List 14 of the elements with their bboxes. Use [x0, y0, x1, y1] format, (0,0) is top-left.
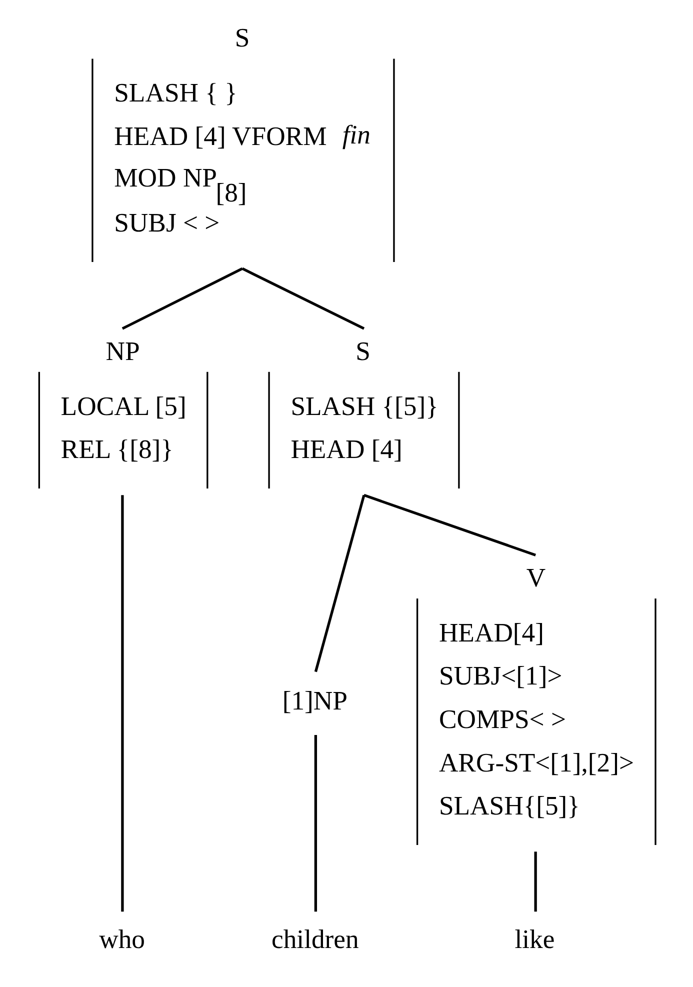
- connector: [364, 494, 536, 556]
- connector: [534, 852, 537, 912]
- node-text: children: [272, 924, 359, 954]
- connector: [314, 494, 366, 672]
- connector: [121, 495, 124, 912]
- node-text: S SLASH {[5]} HEAD [4]: [290, 336, 438, 464]
- node-text: V HEAD[4] SUBJ<[1]> COMPS< > ARG-ST<[1],[2]> SLASH{[5]}: [438, 562, 634, 821]
- node-text: like: [514, 924, 555, 954]
- connector: [242, 267, 365, 330]
- node-text: NP LOCAL [5] REL {[8]}: [60, 336, 186, 464]
- node-text: who: [99, 924, 146, 954]
- connector: [122, 267, 243, 330]
- node-text: [1]NP: [282, 686, 348, 716]
- connector: [314, 735, 318, 912]
